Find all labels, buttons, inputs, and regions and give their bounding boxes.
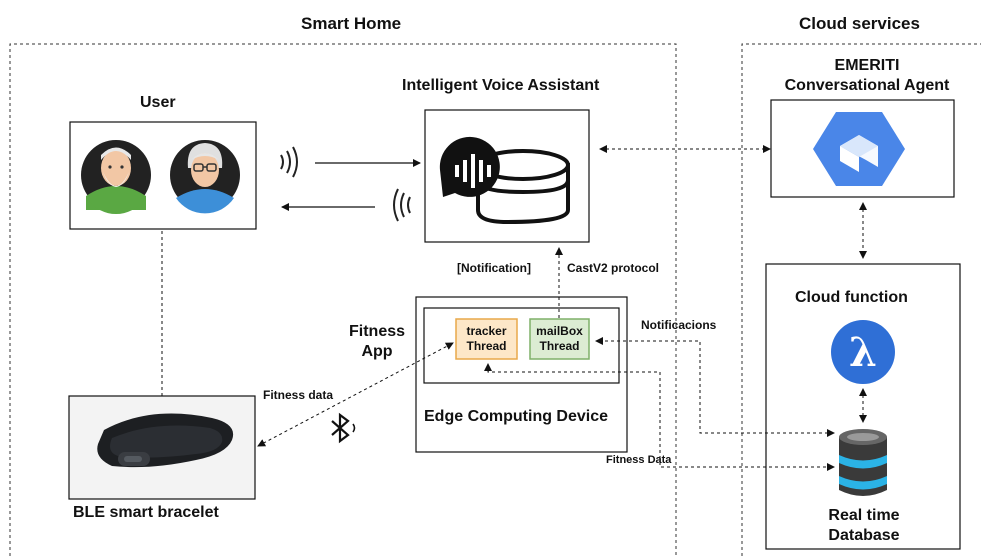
dialogflow-icon [813,112,905,186]
tracker-thread-line2: Thread [466,339,507,353]
conversational-agent-title: EMERITI Conversational Agent [760,56,974,96]
fitness-data-db-label: Fitness Data [606,454,672,466]
bracelet-icon [97,413,234,468]
lambda-icon: λ [831,320,895,384]
mailbox-thread-line1: mailBox [536,324,583,338]
bracelet-title: BLE smart bracelet [73,504,219,521]
bracelet-tracker-connector [257,342,454,447]
cloud-services-title: Cloud services [799,14,920,33]
bluetooth-icon [331,412,356,444]
svg-text:λ: λ [849,329,877,376]
edge-device-title: Edge Computing Device [424,408,609,425]
tracker-thread-label: tracker Thread [456,319,517,359]
database-title-line2: Database [828,527,900,544]
mailbox-thread-line2: Thread [539,339,580,353]
conversational-agent-title-line2: Conversational Agent [784,77,950,94]
fitness-data-db-connector [484,363,835,471]
cloud-function-title: Cloud function [795,289,908,306]
database-icon [839,429,887,496]
wave-icon [280,146,298,178]
fitness-data-bracelet-label: Fitness data [263,388,334,402]
smart-home-title: Smart Home [301,14,402,33]
notificacions-label: Notificacions [641,318,717,332]
wave-icon [393,188,411,222]
tracker-thread-box [455,318,518,360]
tracker-thread-line1: tracker [466,324,507,338]
user-title: User [140,94,176,111]
conversational-agent-title-line1: EMERITI [834,57,900,74]
fitness-app-title: Fitness App [349,322,405,362]
mailbox-thread-box [529,318,590,360]
voice-assistant-title: Intelligent Voice Assistant [402,77,600,94]
mailbox-thread-label: mailBox Thread [530,319,589,359]
person-avatar-icon [81,140,151,214]
fitness-app-title-line2: App [361,343,393,360]
database-title-line1: Real time [828,507,900,524]
person-avatar-icon [170,140,240,214]
smart-home-region [9,43,677,556]
voice-assistant-icon [439,136,570,225]
castv2-label: CastV2 protocol [567,261,660,275]
fitness-app-title-line1: Fitness [349,323,406,340]
notification-label: [Notification] [457,261,531,275]
database-title: Real time Database [786,506,942,546]
